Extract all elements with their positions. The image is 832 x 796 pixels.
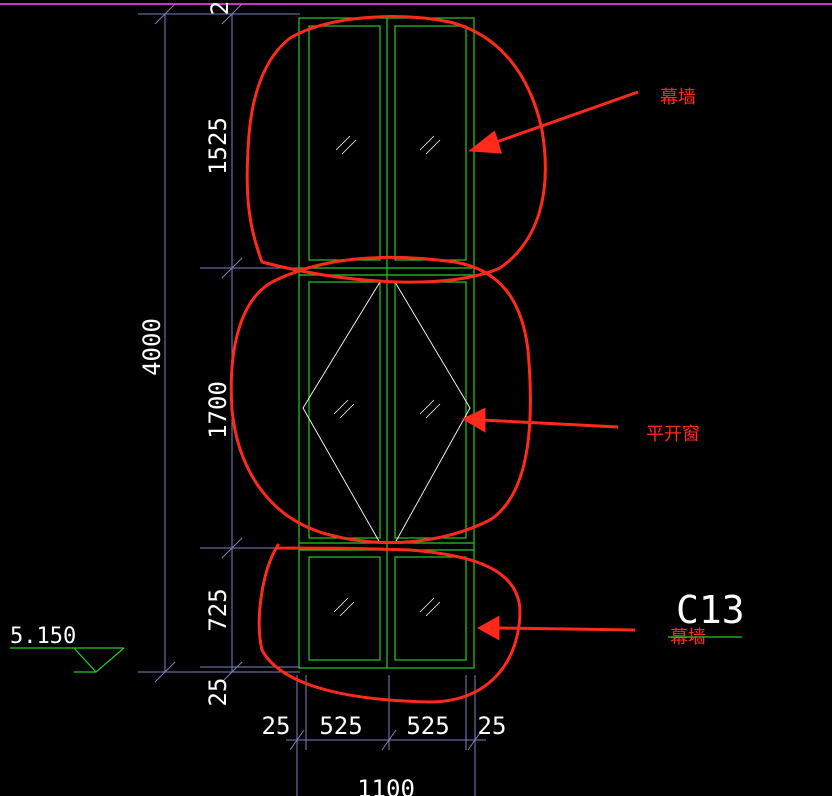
segment-dimension-bottom: 25 xyxy=(204,678,232,707)
middle-circle xyxy=(229,255,532,545)
vertical-dimension-lines xyxy=(138,3,300,683)
width-dimension-left: 25 xyxy=(262,712,291,740)
upper-left-pane xyxy=(308,25,381,261)
overall-height-dimension: 4000 xyxy=(138,318,166,376)
segment-dimension-lower: 725 xyxy=(204,588,232,631)
window-tag: C13 xyxy=(668,588,745,638)
middle-arrow xyxy=(481,418,619,429)
middle-left-pane xyxy=(308,281,381,539)
level-value: 5.150 xyxy=(10,624,76,649)
segment-dimension-middle: 1700 xyxy=(204,381,232,439)
overall-width-dimension: 1100 xyxy=(357,775,415,796)
lower-circle xyxy=(257,543,522,704)
casement-opening-lines xyxy=(302,281,471,544)
lower-right-pane xyxy=(394,556,467,661)
upper-circle xyxy=(245,15,547,284)
upper-arrow xyxy=(487,90,639,147)
casement-window-label: 平开窗 xyxy=(646,424,700,445)
middle-right-pane xyxy=(394,281,467,539)
annotation-arrows xyxy=(461,90,639,641)
glass-hatch-marks xyxy=(333,135,441,617)
lower-arrow xyxy=(495,626,636,632)
horizontal-dimension-lines xyxy=(286,675,486,796)
segment-dimension-upper: 1525 xyxy=(204,117,232,175)
width-dimension-right: 25 xyxy=(478,712,507,740)
width-dimension-left-pane: 525 xyxy=(319,712,362,740)
window-frame xyxy=(298,17,475,669)
segment-dimension-top: 2 xyxy=(206,1,234,15)
annotation-circles xyxy=(229,15,547,704)
lower-left-pane xyxy=(308,556,381,661)
level-mark: 5.150 xyxy=(10,624,125,673)
upper-curtain-wall-label: 幕墙 xyxy=(660,87,696,108)
window-tag-text: C13 xyxy=(676,588,745,632)
upper-right-pane xyxy=(394,25,467,261)
width-dimension-right-pane: 525 xyxy=(406,712,449,740)
